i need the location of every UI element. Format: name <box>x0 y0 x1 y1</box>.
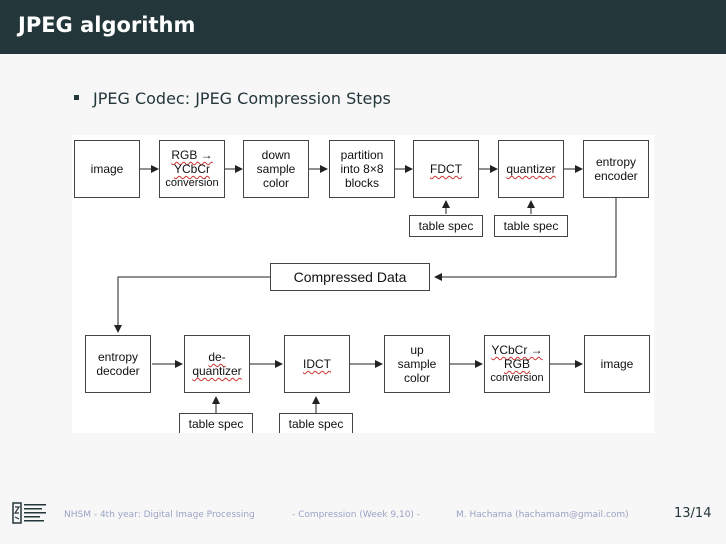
dec-entropy-line1: entropy <box>97 350 139 364</box>
bullet-text: JPEG Codec: JPEG Compression Steps <box>93 89 391 108</box>
dec-up-line1: up <box>410 343 424 357</box>
arrow-compressed-to-decoder <box>114 276 270 333</box>
enc-rgb-line3: conversion <box>165 177 219 189</box>
enc-part-line1: partition <box>340 148 384 162</box>
enc-down-line2: sample <box>256 162 296 176</box>
jpeg-codec-diagram: image RGB → YCbCr conversion down sample… <box>72 135 654 433</box>
dec-ycbcr-line2: RGB <box>503 357 530 371</box>
dec-up-line2: sample <box>397 357 437 371</box>
dec-idct-label: IDCT <box>303 357 331 371</box>
enc-downsample-box: down sample color <box>243 140 309 198</box>
enc-entropy-line2: encoder <box>594 169 638 183</box>
dec-ycbcr-line1: YCbCr → <box>491 343 543 357</box>
footer-lecture: - Compression (Week 9,10) - <box>292 510 421 520</box>
dec-table-spec-2-label: table spec <box>288 416 344 431</box>
page-number: 13/14 <box>674 506 712 521</box>
title-bar: JPEG algorithm <box>0 0 726 54</box>
enc-table-spec-1: table spec <box>409 215 483 237</box>
enc-part-line3: blocks <box>344 176 379 190</box>
footer-course: NHSM - 4th year: Digital Image Processin… <box>64 510 255 520</box>
enc-fdct-box: FDCT <box>413 140 479 198</box>
dec-upsample-box: up sample color <box>384 335 450 393</box>
slide-title: JPEG algorithm <box>18 13 196 37</box>
dec-deq-line2: quantizer <box>192 364 242 378</box>
dec-deq-line1: de- <box>208 350 226 364</box>
enc-image-box: image <box>74 140 140 198</box>
enc-table-spec-2-label: table spec <box>503 219 559 233</box>
enc-entropy-line1: entropy <box>595 155 637 169</box>
compressed-data-box: Compressed Data <box>270 263 430 291</box>
enc-rgb-line2: YCbCr <box>173 162 210 176</box>
enc-rgb-to-ycbcr-box: RGB → YCbCr conversion <box>159 140 225 198</box>
enc-quantizer-label: quantizer <box>506 162 556 176</box>
enc-partition-box: partition into 8×8 blocks <box>329 140 395 198</box>
enc-rgb-line1: RGB → <box>171 148 213 162</box>
dec-idct-box: IDCT <box>284 335 350 393</box>
arrow-encoder-to-compressed <box>434 198 617 281</box>
dec-ycbcr-to-rgb-box: YCbCr → RGB conversion <box>484 335 550 393</box>
slide-footer: NHSM - 4th year: Digital Image Processin… <box>0 500 726 530</box>
dec-image-label: image <box>600 357 634 371</box>
enc-table-spec-1-label: table spec <box>418 219 474 233</box>
enc-entropy-encoder-box: entropy encoder <box>583 140 649 198</box>
dec-entropy-decoder-box: entropy decoder <box>85 335 151 393</box>
bullet-marker <box>74 95 79 100</box>
bullet-item: JPEG Codec: JPEG Compression Steps <box>74 89 391 108</box>
dec-dequantizer-box: de- quantizer <box>184 335 250 393</box>
dec-table-spec-1-label: table spec <box>188 416 244 431</box>
dec-ycbcr-line3: conversion <box>490 372 544 384</box>
dec-entropy-line2: decoder <box>96 364 140 378</box>
footer-author: M. Hachama (hachamam@gmail.com) <box>456 510 629 520</box>
enc-down-line1: down <box>261 148 291 162</box>
enc-part-line2: into 8×8 <box>340 162 384 176</box>
dec-image-box: image <box>584 335 650 393</box>
dec-table-spec-1: table spec <box>179 413 253 433</box>
diagram-arrows <box>114 165 617 413</box>
enc-quantizer-box: quantizer <box>498 140 564 198</box>
enc-table-spec-2: table spec <box>494 215 568 237</box>
dec-up-line3: color <box>403 371 430 385</box>
compressed-data-label: Compressed Data <box>293 269 407 285</box>
enc-image-label: image <box>90 162 124 176</box>
enc-down-line3: color <box>262 176 289 190</box>
enc-fdct-label: FDCT <box>430 162 462 176</box>
dec-table-spec-2: table spec <box>279 413 353 433</box>
institution-logo-icon <box>12 502 46 524</box>
